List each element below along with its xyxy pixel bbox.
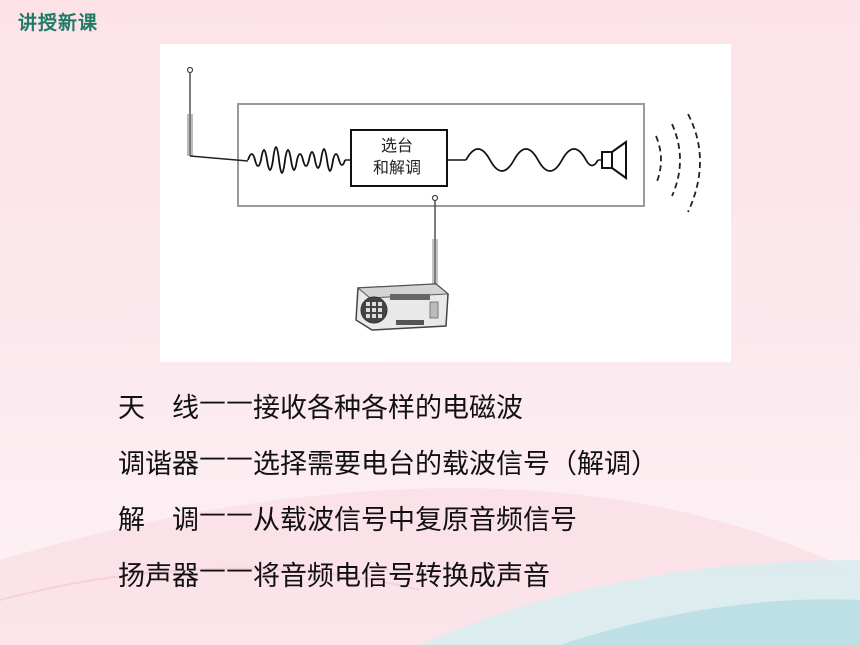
definition-dash: —— [199,498,253,529]
definition-text: 选择需要电台的载波信号（解调） [253,449,658,480]
term-char: 解 [118,505,145,536]
term-char: 调 [172,505,199,536]
carrier-wave [247,146,346,174]
section-title: 讲授新课 [18,12,99,34]
definition-dash: —— [199,442,253,473]
speaker-icon [601,140,627,180]
radio-receiver-diagram: 选台 和解调 [160,44,731,362]
term-char: 线 [172,393,199,424]
tuner-box-label: 选台 和解调 [354,130,440,184]
definitions-list: 天 线 —— 接收各种各样的电磁波 调谐器 —— 选择需要电台的载波信号（解调）… [118,386,658,610]
tuner-box [350,129,448,187]
definition-dash: —— [199,554,253,585]
definition-text: 从载波信号中复原音频信号 [253,505,577,536]
definition-term: 解 调 [118,498,199,537]
definition-row-tuner: 调谐器 —— 选择需要电台的载波信号（解调） [118,442,658,498]
definition-row-antenna: 天 线 —— 接收各种各样的电磁波 [118,386,658,442]
diagram-svg [186,66,701,331]
tuner-label-line1: 选台 [380,136,413,155]
antenna-icon [186,66,249,162]
tuner-label-line2: 和解调 [372,158,421,177]
definition-term: 天 线 [118,386,199,425]
term-char: 天 [118,393,145,424]
definition-row-speaker: 扬声器 —— 将音频电信号转换成声音 [118,554,658,610]
radio-icon [355,194,450,331]
receiver-box [237,103,645,207]
definition-text: 接收各种各样的电磁波 [253,393,523,424]
definition-row-demodulation: 解 调 —— 从载波信号中复原音频信号 [118,498,658,554]
audio-wave [465,148,599,172]
definition-dash: —— [199,386,253,417]
definition-term: 调谐器 [118,449,199,480]
definition-text: 将音频电信号转换成声音 [253,561,550,592]
sound-waves [655,113,701,213]
definition-term: 扬声器 [118,561,199,592]
